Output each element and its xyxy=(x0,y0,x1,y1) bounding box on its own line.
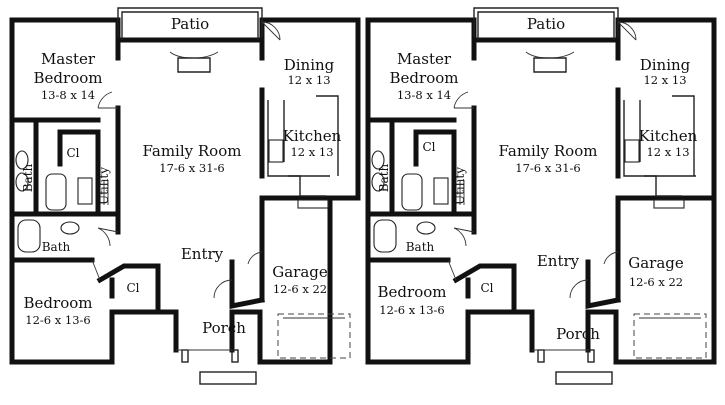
master-bedroom-label-line2: Bedroom xyxy=(390,69,459,87)
porch-label: Porch xyxy=(202,319,246,337)
bath-label-upper: Bath xyxy=(377,163,391,192)
garage-dimensions: 12-6 x 22 xyxy=(629,275,683,289)
utility-label: Utility xyxy=(97,167,111,205)
utility-label: Utility xyxy=(453,167,467,205)
kitchen-label: Kitchen xyxy=(283,127,342,145)
garage-label: Garage xyxy=(272,263,328,281)
master-bedroom-dimensions: 13-8 x 14 xyxy=(41,88,95,102)
closet-label-upper: Cl xyxy=(422,140,435,154)
kitchen-dimensions: 12 x 13 xyxy=(290,145,333,159)
entry-label: Entry xyxy=(181,245,224,263)
kitchen-label: Kitchen xyxy=(639,127,698,145)
patio-label: Patio xyxy=(527,15,565,33)
family-room-label: Family Room xyxy=(143,142,242,160)
closet-label-upper: Cl xyxy=(66,146,79,160)
dining-label: Dining xyxy=(640,56,691,74)
closet-label-lower: Cl xyxy=(126,281,139,295)
bath-label-lower: Bath xyxy=(42,240,71,254)
unit-right: Patio Master Bedroom 13-8 x 14 Dining 12… xyxy=(365,7,717,385)
closet-label-lower: Cl xyxy=(480,281,493,295)
porch-label: Porch xyxy=(556,325,600,343)
entry-label: Entry xyxy=(537,252,580,270)
bedroom-dimensions: 12-6 x 13-6 xyxy=(25,313,90,327)
kitchen-dimensions: 12 x 13 xyxy=(646,145,689,159)
patio-label: Patio xyxy=(171,15,209,33)
master-bedroom-label-line1: Master xyxy=(397,50,452,68)
family-room-dimensions: 17-6 x 31-6 xyxy=(159,161,224,175)
master-bedroom-label-line1: Master xyxy=(41,50,96,68)
master-bedroom-dimensions: 13-8 x 14 xyxy=(397,88,451,102)
dining-dimensions: 12 x 13 xyxy=(643,73,686,87)
bath-label-lower: Bath xyxy=(406,240,435,254)
unit-left: Patio Master Bedroom 13-8 x 14 Dining 12… xyxy=(9,7,361,385)
garage-label: Garage xyxy=(628,254,684,272)
dining-label: Dining xyxy=(284,56,335,74)
family-room-dimensions: 17-6 x 31-6 xyxy=(515,161,580,175)
dining-dimensions: 12 x 13 xyxy=(287,73,330,87)
garage-dimensions: 12-6 x 22 xyxy=(273,282,327,296)
bath-label-upper: Bath xyxy=(21,163,35,192)
bedroom-label: Bedroom xyxy=(378,283,447,301)
bedroom-label: Bedroom xyxy=(24,294,93,312)
family-room-label: Family Room xyxy=(499,142,598,160)
bedroom-dimensions: 12-6 x 13-6 xyxy=(379,303,444,317)
master-bedroom-label-line2: Bedroom xyxy=(34,69,103,87)
